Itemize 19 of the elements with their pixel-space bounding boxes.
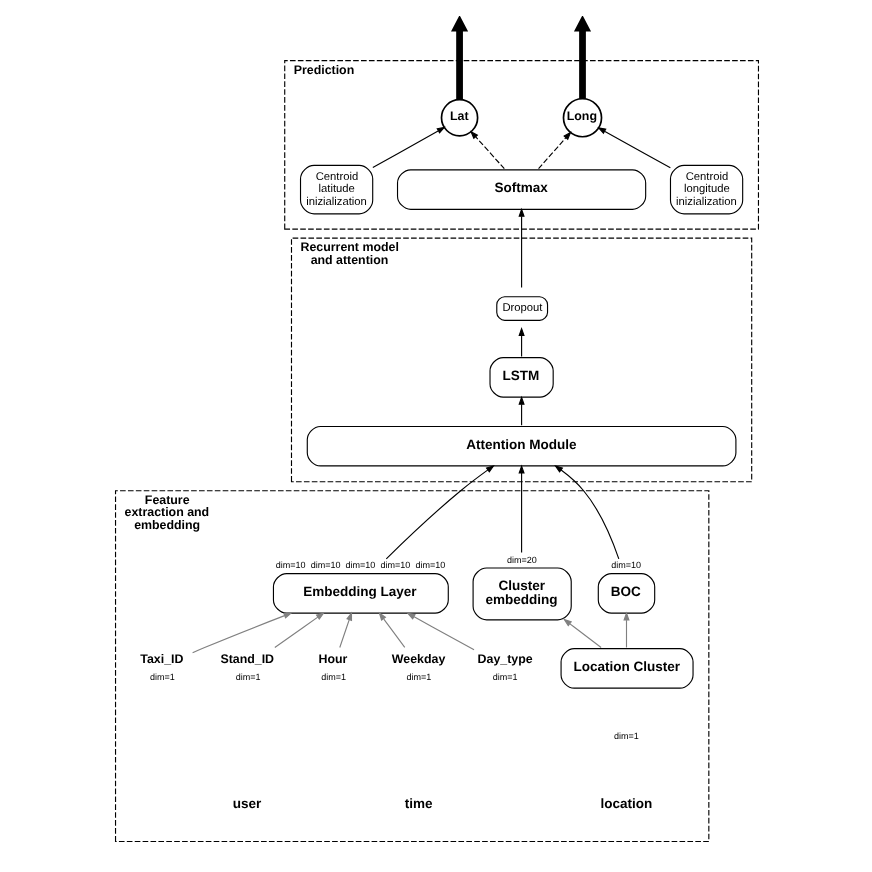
- arrow: [553, 465, 619, 560]
- arrow: [517, 326, 524, 357]
- arrow: [405, 612, 474, 651]
- arrow: [537, 131, 571, 170]
- arrow: [572, 16, 591, 99]
- arrow: [338, 611, 352, 649]
- arrow: [596, 127, 670, 169]
- arrow: [562, 618, 601, 649]
- arrow: [384, 464, 494, 560]
- arrow: [622, 611, 629, 649]
- arrow: [517, 395, 524, 426]
- arrow: [468, 130, 504, 170]
- arrow: [517, 207, 524, 289]
- arrow: [273, 612, 324, 649]
- arrow: [517, 464, 524, 554]
- arrow: [377, 611, 405, 649]
- arrow: [191, 612, 292, 654]
- arrow: [450, 16, 468, 100]
- arrow: [371, 126, 445, 169]
